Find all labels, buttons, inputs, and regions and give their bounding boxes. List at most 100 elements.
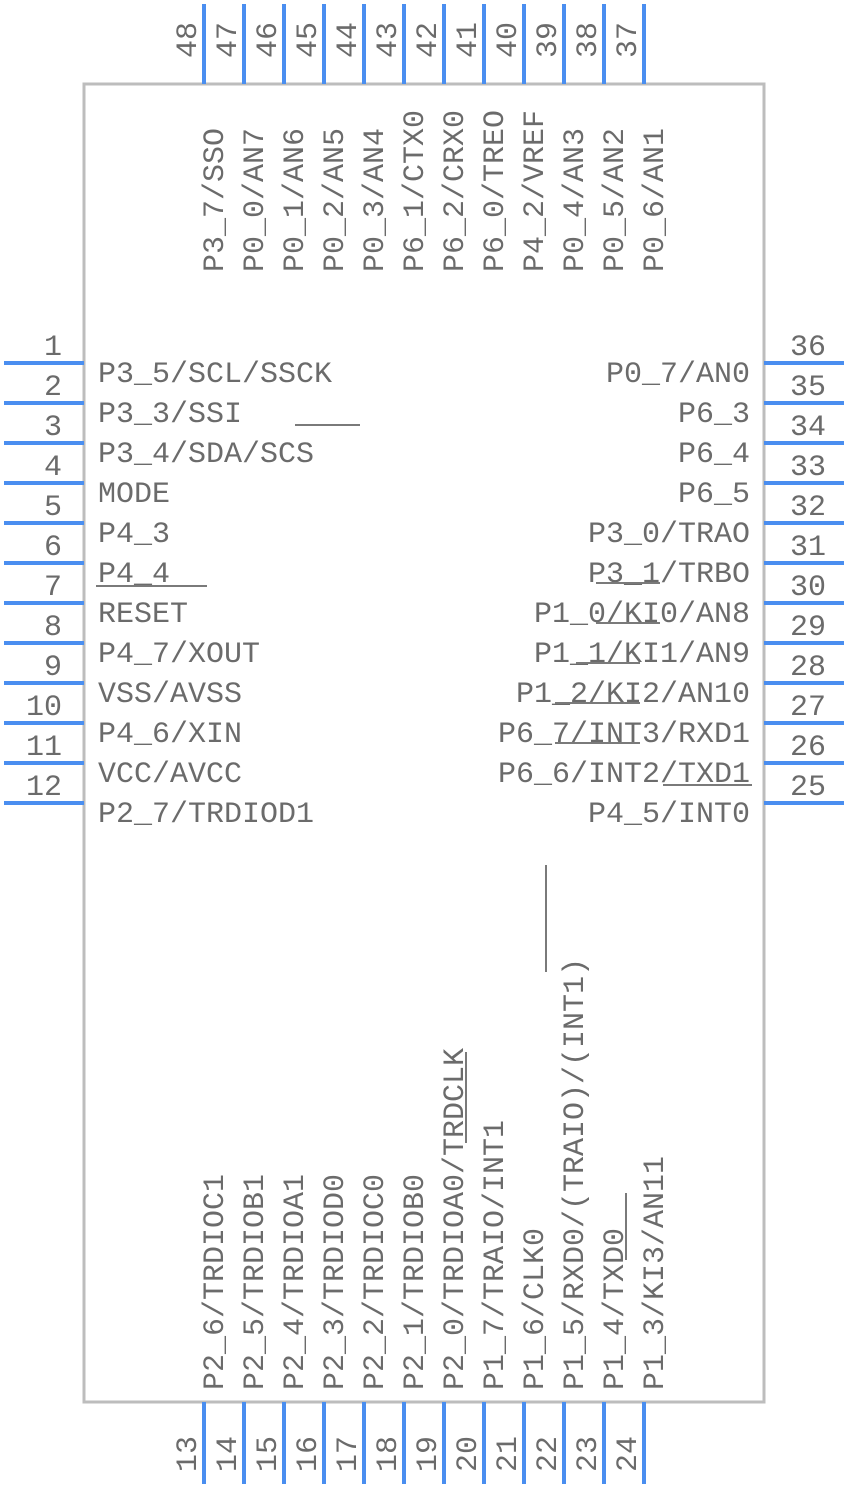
component-body bbox=[82, 82, 766, 1404]
pin-2: 2P3_3/SSI bbox=[4, 371, 242, 432]
pin-number: 33 bbox=[790, 451, 826, 485]
pin-number: 40 bbox=[492, 22, 526, 58]
pin-label: P2_6/TRDIOC1 bbox=[199, 1174, 233, 1390]
pin-number: 7 bbox=[44, 571, 62, 605]
pin-label: P1_3/KI3/AN11 bbox=[639, 1156, 673, 1390]
pin-label: P2_1/TRDIOB0 bbox=[399, 1174, 433, 1390]
pin-label: P3_7/SSO bbox=[199, 128, 233, 272]
pin-label: VSS/AVSS bbox=[98, 678, 242, 712]
pin-label: P4_3 bbox=[98, 518, 170, 552]
pin-number: 18 bbox=[372, 1436, 406, 1472]
pin-label: P0_7/AN0 bbox=[606, 358, 750, 392]
pin-number: 20 bbox=[452, 1436, 486, 1472]
pin-23: 23 P1_4/TXD0 bbox=[572, 1228, 633, 1484]
pin-label: P3_5/SCL/SSCK bbox=[98, 358, 332, 392]
pin-number: 14 bbox=[212, 1436, 246, 1472]
pin-number: 11 bbox=[26, 731, 62, 765]
pin-number: 36 bbox=[790, 331, 826, 365]
pin-layer: 1P3_5/SCL/SSCK2P3_3/SSI3P3_4/SDA/SCS4MOD… bbox=[4, 4, 844, 1484]
pin-label: P4_6/XIN bbox=[98, 718, 242, 752]
pin-number: 28 bbox=[790, 651, 826, 685]
pin-label: P2_3/TRDIOD0 bbox=[319, 1174, 353, 1390]
pin-label: P0_5/AN2 bbox=[599, 128, 633, 272]
pin-number: 43 bbox=[372, 22, 406, 58]
pin-label: P2_0/TRDIOA0/TRDCLK bbox=[439, 1048, 473, 1390]
pin-14: 14 P2_5/TRDIOB1 bbox=[212, 1174, 273, 1484]
pin-label: P0_2/AN5 bbox=[319, 128, 353, 272]
pin-number: 21 bbox=[492, 1436, 526, 1472]
pin-label: P1_2/KI2/AN10 bbox=[516, 678, 750, 712]
pin-label: P2_5/TRDIOB1 bbox=[239, 1174, 273, 1390]
pin-number: 48 bbox=[172, 22, 206, 58]
pin-number: 17 bbox=[332, 1436, 366, 1472]
pin-number: 45 bbox=[292, 22, 326, 58]
pin-label: P6_6/INT2/TXD1 bbox=[498, 758, 750, 792]
pin-number: 44 bbox=[332, 22, 366, 58]
pin-number: 31 bbox=[790, 531, 826, 565]
pin-number: 1 bbox=[44, 331, 62, 365]
pin-number: 30 bbox=[790, 571, 826, 605]
pin-number: 42 bbox=[412, 22, 446, 58]
pin-label: P0_6/AN1 bbox=[639, 128, 673, 272]
pin-number: 9 bbox=[44, 651, 62, 685]
pin-number: 41 bbox=[452, 22, 486, 58]
pin-label: P1_7/TRAIO/INT1 bbox=[479, 1120, 513, 1390]
pin-label: P3_3/SSI bbox=[98, 398, 242, 432]
pin-number: 6 bbox=[44, 531, 62, 565]
pin-number: 25 bbox=[790, 771, 826, 805]
pin-label: P1_4/TXD0 bbox=[599, 1228, 633, 1390]
pin-number: 22 bbox=[532, 1436, 566, 1472]
pin-24: 24 P1_3/KI3/AN11 bbox=[612, 1156, 673, 1484]
pin-number: 5 bbox=[44, 491, 62, 525]
pin-number: 8 bbox=[44, 611, 62, 645]
pin-8: 8P4_7/XOUT bbox=[4, 611, 260, 672]
pin-label: P6_5 bbox=[678, 478, 750, 512]
pin-number: 39 bbox=[532, 22, 566, 58]
pin-label: P4_7/XOUT bbox=[98, 638, 260, 672]
pin-number: 38 bbox=[572, 22, 606, 58]
pin-number: 27 bbox=[790, 691, 826, 725]
pin-number: 29 bbox=[790, 611, 826, 645]
pin-label: P1_6/CLK0 bbox=[519, 1228, 553, 1390]
pin-label: P6_2/CRX0 bbox=[439, 110, 473, 272]
pin-label: P1_1/KI1/AN9 bbox=[534, 638, 750, 672]
pin-label: P0_0/AN7 bbox=[239, 128, 273, 272]
pin-number: 23 bbox=[572, 1436, 606, 1472]
pin-label: P2_4/TRDIOA1 bbox=[279, 1174, 313, 1390]
pin-label: P6_7/INT3/RXD1 bbox=[498, 718, 750, 752]
pin-number: 24 bbox=[612, 1436, 646, 1472]
pin-label: P3_4/SDA/SCS bbox=[98, 438, 314, 472]
pin-18: 18 P2_1/TRDIOB0 bbox=[372, 1174, 433, 1484]
pin-label: P6_0/TREO bbox=[479, 110, 513, 272]
pin-label: P0_1/AN6 bbox=[279, 128, 313, 272]
pin-label: P3_0/TRAO bbox=[588, 518, 750, 552]
pin-label: P6_3 bbox=[678, 398, 750, 432]
pin-label: P0_3/AN4 bbox=[359, 128, 393, 272]
pin-1: 1P3_5/SCL/SSCK bbox=[4, 331, 332, 392]
